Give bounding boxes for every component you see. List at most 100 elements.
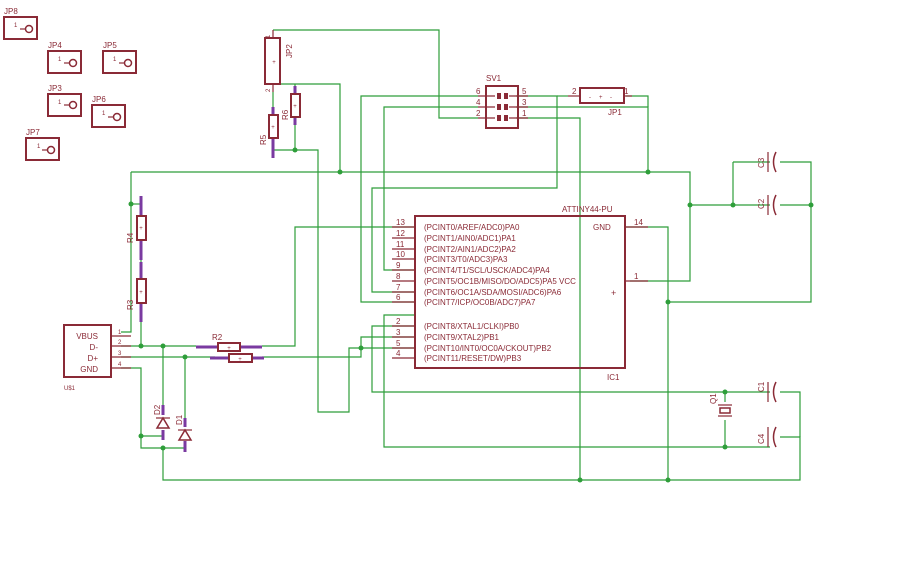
ic-pin-number: 8 bbox=[396, 272, 401, 281]
jumper-jp1: - + - 2 1 JP1 bbox=[568, 87, 632, 117]
diode-d2: D2 bbox=[153, 404, 171, 440]
jp2-label: JP2 bbox=[285, 44, 294, 58]
r5-label: R5 bbox=[259, 134, 268, 145]
usb-num-1: 1 bbox=[118, 330, 122, 336]
r1-label: R2 bbox=[212, 333, 223, 342]
ic-pin-number: 6 bbox=[396, 293, 401, 302]
ic-pin-label: (PCINT7/ICP/OC0B/ADC7)PA7 bbox=[424, 298, 536, 307]
usb-num-3: 3 bbox=[118, 351, 122, 357]
c2-label: C2 bbox=[757, 198, 766, 209]
ic-gnd-pin: 14 bbox=[634, 218, 643, 227]
ic-plus: + bbox=[611, 288, 616, 298]
jumper-jp6: JP6 1 bbox=[91, 95, 126, 128]
jp1-dash2: - bbox=[610, 95, 612, 101]
svg-text:+: + bbox=[271, 125, 275, 131]
ic-pin-number: 11 bbox=[396, 240, 405, 249]
ic-pin-number: 12 bbox=[396, 229, 405, 238]
jp7-pin: 1 bbox=[37, 144, 41, 150]
sv1-label: SV1 bbox=[486, 74, 502, 83]
jp4-label: JP4 bbox=[48, 41, 62, 50]
usb-vbus: VBUS bbox=[76, 332, 98, 341]
jp6-label: JP6 bbox=[92, 95, 106, 104]
sv1-pin-6: 6 bbox=[476, 87, 481, 96]
ic-pin-number: 9 bbox=[396, 261, 401, 270]
resistor-r2: + bbox=[210, 353, 264, 363]
ic-pin-label: (PCINT1/AIN0/ADC1)PA1 bbox=[424, 234, 516, 243]
jp1-pin2: 2 bbox=[572, 87, 577, 96]
ic-pin-number: 3 bbox=[396, 328, 401, 337]
capacitor-c1: C1 bbox=[757, 381, 777, 403]
resistor-r5: + R5 bbox=[259, 107, 279, 158]
c4-label: C4 bbox=[757, 433, 766, 444]
ic-attiny44: ATTINY44-PU 13(PCINT0/AREF/ADC0)PA012(PC… bbox=[392, 205, 648, 382]
usb-num-4: 4 bbox=[118, 362, 122, 368]
wires bbox=[121, 29, 812, 481]
capacitor-c4: C4 bbox=[757, 426, 777, 448]
sv1-pin-1: 1 bbox=[522, 109, 527, 118]
c1-label: C1 bbox=[757, 381, 766, 392]
svg-text:+: + bbox=[139, 290, 143, 296]
ic-pin-label: (PCINT8/XTAL1/CLKI)PB0 bbox=[424, 322, 520, 331]
ic-pin-label: (PCINT10/INT0/OC0A/CKOUT)PB2 bbox=[424, 344, 552, 353]
sv1-pin-3: 3 bbox=[522, 98, 527, 107]
ic-pin-number: 13 bbox=[396, 218, 405, 227]
r4-label: R4 bbox=[126, 232, 135, 243]
jp5-label: JP5 bbox=[103, 41, 117, 50]
sv1-pin-4: 4 bbox=[476, 98, 481, 107]
jp1-dash1: - bbox=[589, 95, 591, 101]
diode-d1: D1 bbox=[175, 414, 193, 452]
crystal-q1: Q1 bbox=[709, 393, 732, 417]
ic-pin-number: 10 bbox=[396, 250, 405, 259]
r6-label: R6 bbox=[281, 109, 290, 120]
ic-ref: IC1 bbox=[607, 373, 620, 382]
jp3-pin: 1 bbox=[58, 100, 62, 106]
ic-pin-label: (PCINT2/AIN1/ADC2)PA2 bbox=[424, 245, 516, 254]
jumper-jp8: JP8 1 bbox=[3, 7, 38, 40]
jumper-jp4: JP4 1 bbox=[47, 41, 82, 74]
r3-label: R3 bbox=[126, 299, 135, 310]
ic-pin-label: (PCINT0/AREF/ADC0)PA0 bbox=[424, 223, 520, 232]
ic-pin-number: 2 bbox=[396, 317, 401, 326]
c3-label: C3 bbox=[757, 157, 766, 168]
jp4-pin: 1 bbox=[58, 57, 62, 63]
resistor-r6: + R6 bbox=[281, 86, 301, 125]
ic-part-name: ATTINY44-PU bbox=[562, 205, 613, 214]
sv1-pin-2: 2 bbox=[476, 109, 481, 118]
svg-text:+: + bbox=[238, 357, 242, 363]
jumper-jp5: JP5 1 bbox=[102, 41, 137, 74]
svg-text:+: + bbox=[139, 226, 143, 232]
sv1-pin-5: 5 bbox=[522, 87, 527, 96]
ic-vcc-pin: 1 bbox=[634, 272, 639, 281]
usb-gnd: GND bbox=[80, 365, 98, 374]
d1-label: D1 bbox=[175, 414, 184, 425]
jumper-jp3: JP3 1 bbox=[47, 84, 82, 117]
junctions bbox=[128, 147, 814, 483]
jp2-plus: + bbox=[272, 60, 276, 66]
ic-pin-label: (PCINT6/OC1A/SDA/MOSI/ADC6)PA6 bbox=[424, 288, 562, 297]
usb-dplus: D+ bbox=[88, 354, 99, 363]
ic-pin-number: 7 bbox=[396, 283, 401, 292]
ic-pin-number: 4 bbox=[396, 349, 401, 358]
usb-ref: U$1 bbox=[64, 386, 76, 392]
jp2-pin2: 2 bbox=[266, 88, 272, 92]
jp1-pin1: 1 bbox=[624, 87, 629, 96]
svg-text:+: + bbox=[227, 346, 231, 352]
ic-pin-label: (PCINT3/T0/ADC3)PA3 bbox=[424, 255, 508, 264]
usb-connector: VBUS D- D+ GND 1 2 3 4 U$1 bbox=[63, 324, 131, 392]
ic-pin-label: (PCINT9/XTAL2)PB1 bbox=[424, 333, 500, 342]
ic-pin-label: (PCINT11/RESET/DW)PB3 bbox=[424, 354, 522, 363]
ic-pin-label: (PCINT5/OC1B/MISO/DO/ADC5)PA5 VCC bbox=[424, 277, 576, 286]
ic-pin-number: 5 bbox=[396, 339, 401, 348]
jp6-pin: 1 bbox=[102, 111, 106, 117]
jp8-label: JP8 bbox=[4, 7, 18, 16]
ic-pin-label: (PCINT4/T1/SCL/USCK/ADC4)PA4 bbox=[424, 266, 550, 275]
q1-label: Q1 bbox=[709, 393, 718, 404]
resistor-r1: + R2 bbox=[196, 333, 262, 352]
capacitor-c2: C2 bbox=[757, 194, 777, 216]
jumper-jp7: JP7 1 bbox=[25, 128, 60, 161]
resistor-r3: + R3 bbox=[126, 262, 147, 322]
ic-gnd-label: GND bbox=[593, 223, 611, 232]
header-sv1: SV1 6 4 2 5 3 1 bbox=[476, 74, 528, 129]
jp1-plus: + bbox=[599, 95, 603, 101]
